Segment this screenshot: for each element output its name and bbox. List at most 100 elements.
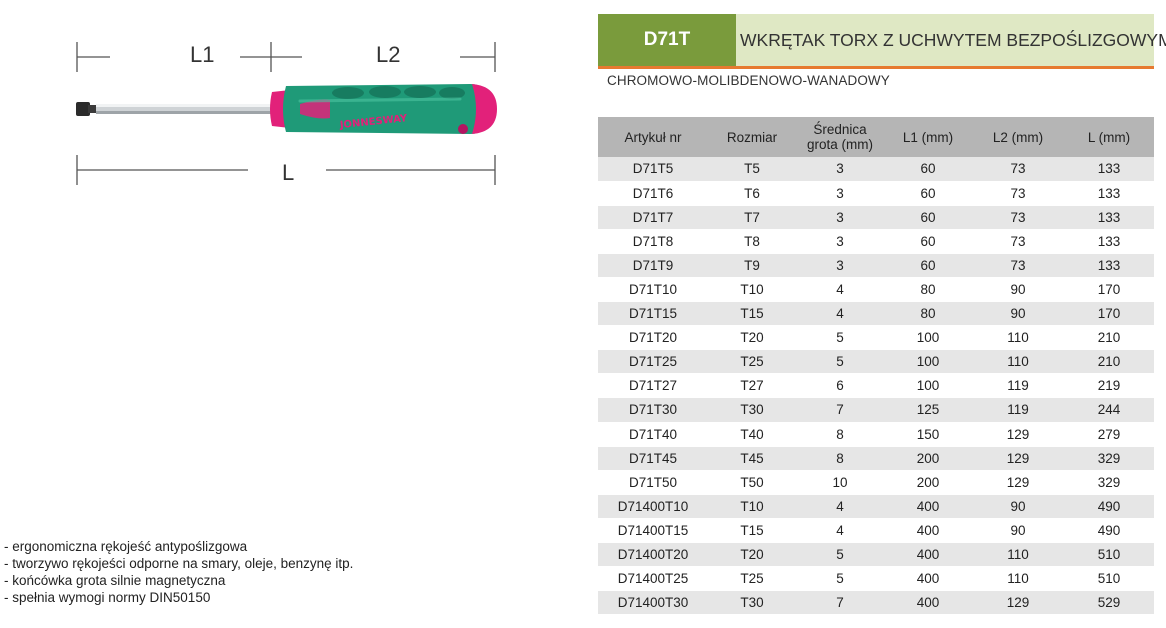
- cell-l: 244: [1064, 397, 1154, 423]
- cell-l1: 400: [884, 542, 972, 568]
- cell-size: T40: [708, 422, 796, 447]
- cell-article: D71T27: [598, 373, 708, 399]
- cell-article: D71T45: [598, 446, 708, 471]
- cell-l: 490: [1064, 494, 1154, 519]
- cell-size: T25: [708, 349, 796, 375]
- column-header-l2: L2 (mm): [972, 117, 1064, 157]
- cell-l1: 60: [884, 253, 972, 278]
- cell-l2: 119: [972, 397, 1064, 423]
- cell-size: T10: [708, 494, 796, 519]
- cell-size: T30: [708, 397, 796, 423]
- cell-tip-diameter: 8: [796, 422, 884, 447]
- cell-size: T10: [708, 277, 796, 303]
- cell-l1: 60: [884, 205, 972, 230]
- cell-l2: 119: [972, 373, 1064, 399]
- cell-article: D71T25: [598, 349, 708, 375]
- cell-l1: 400: [884, 590, 972, 616]
- cell-l: 133: [1064, 181, 1154, 206]
- cell-l1: 150: [884, 422, 972, 447]
- cell-size: T25: [708, 566, 796, 592]
- cell-l2: 129: [972, 590, 1064, 616]
- cell-l2: 110: [972, 542, 1064, 568]
- cell-article: D71T8: [598, 229, 708, 254]
- cell-tip-diameter: 5: [796, 566, 884, 592]
- cell-article: D71400T30: [598, 590, 708, 616]
- cell-l: 210: [1064, 349, 1154, 375]
- cell-l2: 129: [972, 470, 1064, 495]
- column-header-l: L (mm): [1064, 117, 1154, 157]
- cell-l2: 90: [972, 277, 1064, 303]
- product-subtitle: CHROMOWO-MOLIBDENOWO-WANADOWY: [607, 73, 890, 88]
- cell-l: 133: [1064, 157, 1154, 182]
- cell-l: 490: [1064, 518, 1154, 544]
- cell-l: 133: [1064, 253, 1154, 278]
- cell-l: 510: [1064, 566, 1154, 592]
- cell-l2: 90: [972, 518, 1064, 544]
- cell-l: 529: [1064, 590, 1154, 616]
- cell-l1: 60: [884, 229, 972, 254]
- cell-l2: 90: [972, 494, 1064, 519]
- feature-list: - ergonomiczna rękojeść antypoślizgowa -…: [4, 538, 384, 606]
- cell-l2: 129: [972, 422, 1064, 447]
- cell-l1: 100: [884, 325, 972, 351]
- cell-article: D71T40: [598, 422, 708, 447]
- feature-item: - ergonomiczna rękojeść antypoślizgowa: [4, 539, 248, 554]
- cell-l2: 73: [972, 229, 1064, 254]
- cell-article: D71T6: [598, 181, 708, 206]
- cell-l2: 90: [972, 301, 1064, 327]
- cell-l: 510: [1064, 542, 1154, 568]
- cell-article: D71400T15: [598, 518, 708, 544]
- cell-l2: 110: [972, 349, 1064, 375]
- cell-article: D71T5: [598, 157, 708, 182]
- cell-l: 279: [1064, 422, 1154, 447]
- cell-l1: 60: [884, 157, 972, 182]
- screwdriver-shaft: [96, 104, 274, 114]
- cell-l2: 129: [972, 446, 1064, 471]
- cell-size: T50: [708, 470, 796, 495]
- cell-tip-diameter: 4: [796, 494, 884, 519]
- cell-tip-diameter: 5: [796, 349, 884, 375]
- cell-l1: 200: [884, 446, 972, 471]
- cell-size: T27: [708, 373, 796, 399]
- column-header-article: Artykuł nr: [598, 117, 708, 157]
- cell-l2: 73: [972, 157, 1064, 182]
- cell-article: D71400T20: [598, 542, 708, 568]
- cell-l1: 80: [884, 301, 972, 327]
- cell-l1: 400: [884, 566, 972, 592]
- cell-article: D71T9: [598, 253, 708, 278]
- cell-tip-diameter: 8: [796, 446, 884, 471]
- cell-l1: 200: [884, 470, 972, 495]
- product-title: WKRĘTAK TORX Z UCHWYTEM BEZPOŚLIZGOWYM: [736, 14, 1166, 66]
- feature-item: - końcówka grota silnie magnetyczna: [4, 573, 226, 588]
- cell-size: T5: [708, 157, 796, 182]
- cell-article: D71T20: [598, 325, 708, 351]
- cell-size: T20: [708, 325, 796, 351]
- cell-tip-diameter: 10: [796, 470, 884, 495]
- cell-l2: 73: [972, 253, 1064, 278]
- cell-l2: 110: [972, 325, 1064, 351]
- cell-l: 170: [1064, 277, 1154, 303]
- torx-tip: [76, 102, 98, 116]
- cell-l1: 100: [884, 373, 972, 399]
- cell-l: 210: [1064, 325, 1154, 351]
- cell-article: D71T10: [598, 277, 708, 303]
- header-divider: [598, 66, 1154, 69]
- cell-tip-diameter: 5: [796, 325, 884, 351]
- cell-size: T9: [708, 253, 796, 278]
